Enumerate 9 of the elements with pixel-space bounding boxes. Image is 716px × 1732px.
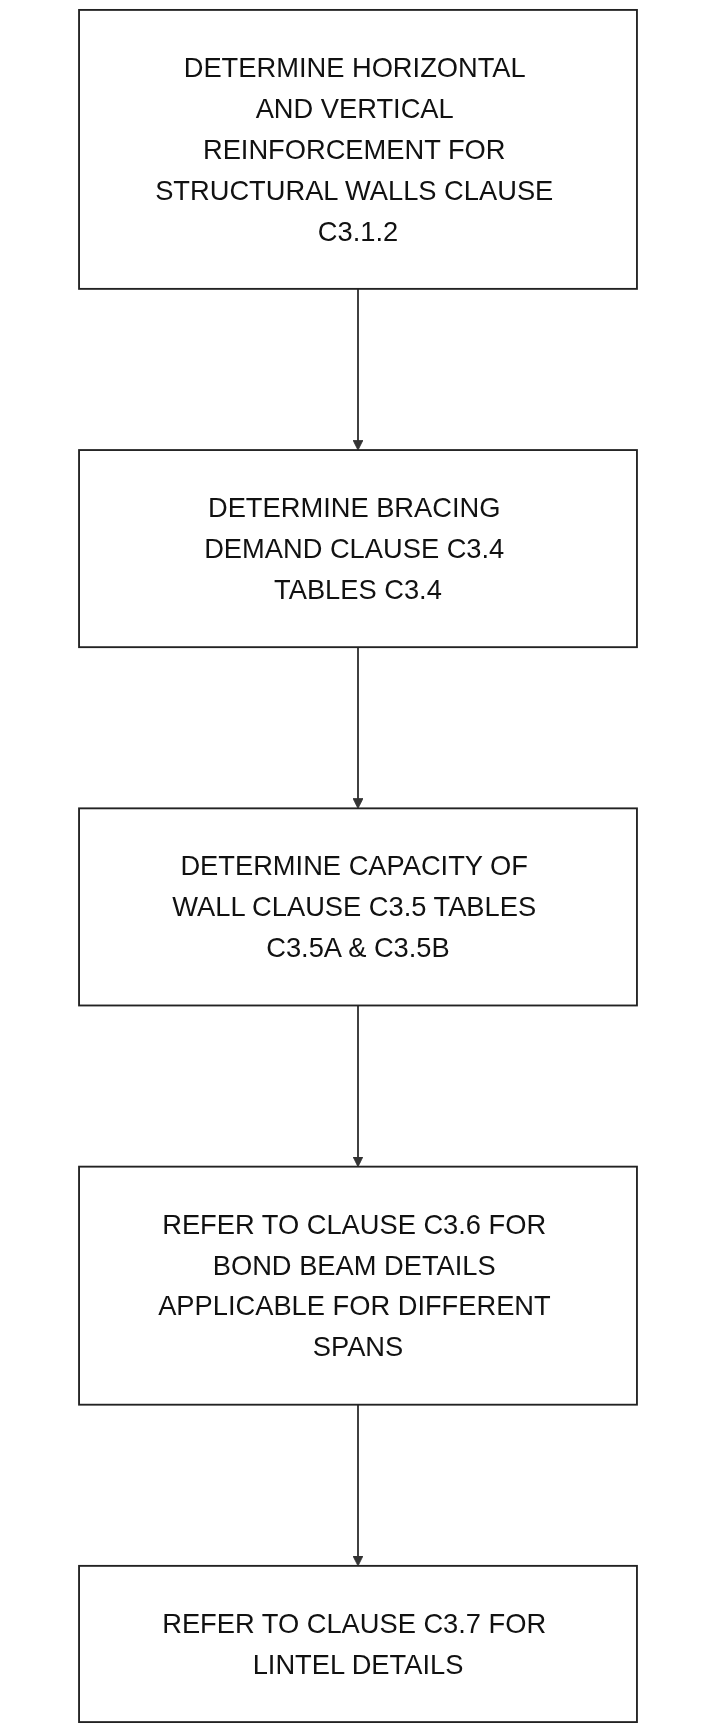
node-box: REFER TO CLAUSE C3.6 FOR BOND BEAM DETAILS APPLICABLE FOR DIFFERENT SPANS bbox=[78, 1165, 638, 1406]
node-box: DETERMINE BRACING DEMAND CLAUSE C3.4 TABLES C3.4 bbox=[78, 449, 638, 649]
arrow bbox=[352, 287, 364, 451]
node-box: DETERMINE HORIZONTAL AND VERTICAL REINFORCEMENT FOR STRUCTURAL WALLS CLAUSE C3.1.2 bbox=[78, 9, 638, 290]
arrow bbox=[352, 1403, 364, 1567]
arrow bbox=[352, 646, 364, 809]
node-box: DETERMINE CAPACITY OF WALL CLAUSE C3.5 TABLES C3.5A & C3.5B bbox=[78, 807, 638, 1007]
arrow bbox=[352, 1004, 364, 1168]
node-box: REFER TO CLAUSE C3.7 FOR LINTEL DETAILS bbox=[78, 1564, 638, 1723]
